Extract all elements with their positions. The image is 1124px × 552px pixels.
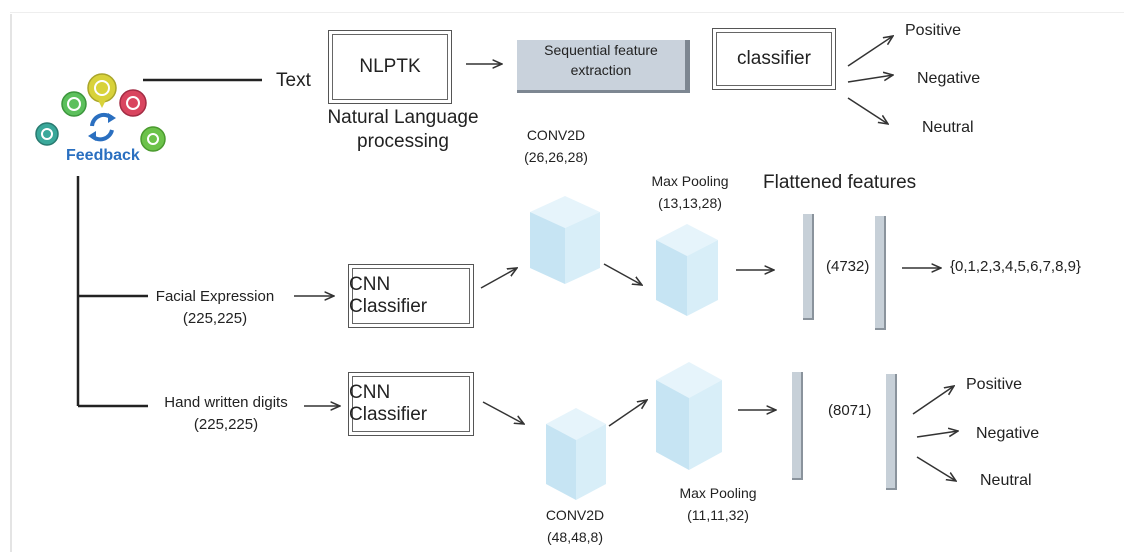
classifier-to-negative-arrow (847, 75, 893, 83)
cnn-to-conv-arrow (480, 268, 517, 289)
digits-conv-label: CONV2D (48,48,8) (530, 504, 620, 548)
digits-pool-line-1: Max Pooling (679, 485, 757, 501)
conv-to-pool-arrow (603, 263, 642, 285)
nlptk-caption: Natural Language processing (318, 106, 488, 154)
text-classifier-box: classifier (712, 28, 836, 90)
facial-feature-count: (4732) (826, 258, 870, 275)
digits-conv-cube (546, 408, 606, 500)
digits-input-label: Hand written digits (225,225) (150, 392, 302, 436)
text-output-positive: Positive (905, 22, 962, 39)
digits-cnn-classifier-box: CNN Classifier (348, 372, 474, 436)
nlptk-caption-line-2: processing (357, 131, 449, 152)
flattened-features-title: Flattened features (763, 172, 917, 193)
conv2-to-pool-arrow (608, 400, 647, 427)
facial-conv-line-1: CONV2D (526, 127, 586, 143)
digits-output-neutral: Neutral (980, 472, 1032, 489)
facial-flatten-bar-right (875, 216, 886, 330)
frame-top-line (10, 12, 1124, 13)
facial-conv-line-2: (26,26,28) (524, 149, 588, 165)
classifier-to-neutral-arrow (847, 97, 888, 124)
flatten2-to-negative-arrow (916, 431, 958, 438)
facial-input-label: Facial Expression (225,225) (150, 286, 280, 330)
digits-pool-line-2: (11,11,32) (687, 507, 749, 523)
digits-pool-label: Max Pooling (11,11,32) (666, 482, 770, 526)
digits-input-line-2: (225,225) (193, 416, 259, 433)
feedback-bubbles-icon (35, 73, 166, 152)
cnn2-to-conv-arrow (482, 401, 524, 424)
text-output-neutral: Neutral (922, 119, 974, 136)
facial-pool-cube (656, 224, 718, 316)
digits-flatten-bar-right (886, 374, 897, 490)
facial-conv-cube (530, 196, 600, 284)
digits-cnn-classifier-label: CNN Classifier (349, 382, 428, 425)
text-classifier-label: classifier (737, 48, 811, 69)
text-input-label: Text (276, 70, 311, 91)
sequential-feature-box: Sequential feature extraction (517, 40, 690, 93)
nlptk-box: NLPTK (328, 30, 452, 104)
classifier-to-positive-arrow (847, 36, 893, 67)
facial-cnn-classifier-label: CNN Classifier (349, 274, 428, 317)
digits-output-positive: Positive (966, 376, 1023, 393)
digits-conv-line-1: CONV2D (545, 507, 605, 523)
frame-left-line (10, 14, 12, 552)
facial-conv-label: CONV2D (26,26,28) (514, 124, 598, 168)
facial-output-classes: {0,1,2,3,4,5,6,7,8,9} (950, 258, 1081, 275)
facial-input-line-2: (225,225) (182, 310, 248, 327)
sequential-label-line-1: Sequential feature (544, 42, 658, 58)
digits-feature-count: (8071) (828, 402, 872, 419)
facial-pool-label: Max Pooling (13,13,28) (640, 170, 740, 214)
sequential-label-line-2: extraction (570, 62, 632, 78)
flatten2-to-positive-arrow (912, 386, 954, 415)
text-output-negative: Negative (917, 70, 981, 87)
facial-pool-line-2: (13,13,28) (658, 195, 722, 211)
facial-input-line-1: Facial Expression (155, 288, 275, 305)
facial-pool-line-1: Max Pooling (651, 173, 729, 189)
digits-pool-cube (656, 362, 722, 470)
facial-flatten-bar-left (803, 214, 814, 320)
digits-output-negative: Negative (976, 425, 1040, 442)
nlptk-caption-line-1: Natural Language (327, 107, 479, 128)
facial-cnn-classifier-box: CNN Classifier (348, 264, 474, 328)
digits-input-line-1: Hand written digits (164, 394, 288, 411)
nlptk-label: NLPTK (359, 56, 421, 77)
digits-flatten-bar-left (792, 372, 803, 480)
digits-conv-line-2: (48,48,8) (546, 529, 604, 545)
feedback-label: Feedback (66, 147, 140, 164)
flatten2-to-neutral-arrow (916, 456, 956, 481)
